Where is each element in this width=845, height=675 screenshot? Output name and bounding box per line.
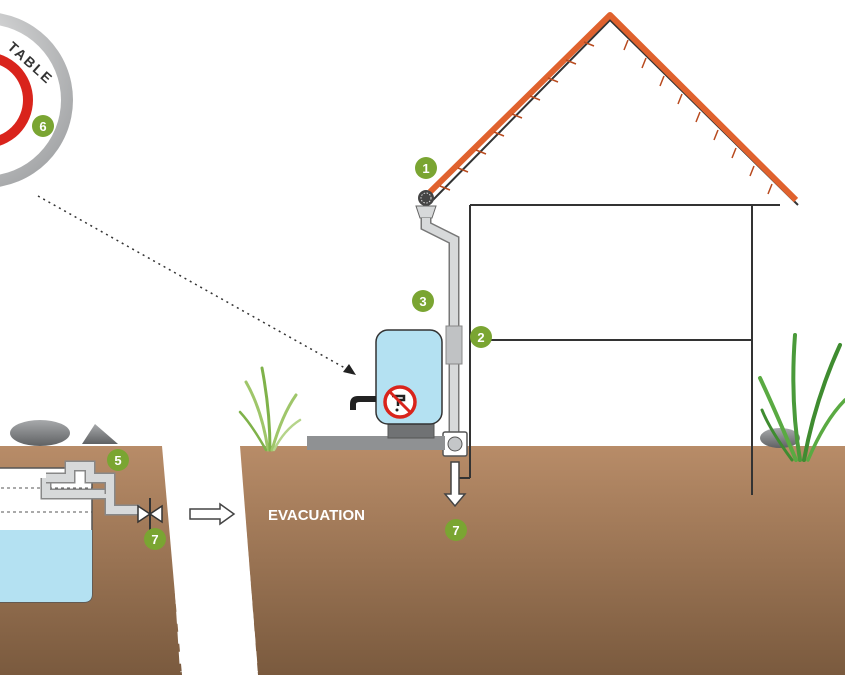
roof-tiles-scallop: [439, 39, 773, 195]
marker-5-label: 5: [114, 453, 121, 468]
filter-icon: [415, 190, 437, 219]
marker-6: 6: [32, 115, 54, 137]
sign-ring: [0, 13, 73, 187]
trench-edge-left: [166, 451, 184, 673]
house: [427, 18, 799, 495]
marker-3-label: 3: [419, 294, 426, 309]
flow-arrow-icon: [189, 502, 236, 526]
marker-7-right: 7: [445, 519, 467, 541]
slab: [307, 436, 445, 450]
marker-7-left-label: 7: [151, 532, 158, 547]
down-arrow-icon: [443, 461, 467, 508]
marker-1-label: 1: [422, 161, 429, 176]
overflow-pipe: [40, 460, 140, 516]
roof-tiles: [427, 12, 799, 203]
marker-7-right-label: 7: [452, 523, 459, 538]
marker-5: 5: [107, 449, 129, 471]
pointer-arrowhead-icon: [343, 364, 356, 375]
pointer-line: [37, 195, 353, 373]
downpipe: [420, 218, 463, 432]
marker-7-left: 7: [144, 528, 166, 550]
marker-6-label: 6: [39, 119, 46, 134]
storage-tank: [375, 329, 443, 439]
marker-3: 3: [412, 290, 434, 312]
grass-icon: [238, 366, 302, 452]
marker-2-label: 2: [477, 330, 484, 345]
grass-icon: [758, 333, 845, 462]
trench-edge-right: [236, 451, 258, 673]
underground-tank: [0, 467, 93, 603]
evacuation-label: EVACUATION: [268, 507, 365, 524]
ground-right: [240, 446, 845, 675]
marker-2: 2: [470, 326, 492, 348]
marker-1: 1: [415, 157, 437, 179]
no-drinking-water-icon: [383, 385, 417, 419]
pipe-connector: [442, 431, 468, 457]
check-valve-icon: [137, 498, 163, 530]
faucet-icon: [350, 396, 376, 410]
